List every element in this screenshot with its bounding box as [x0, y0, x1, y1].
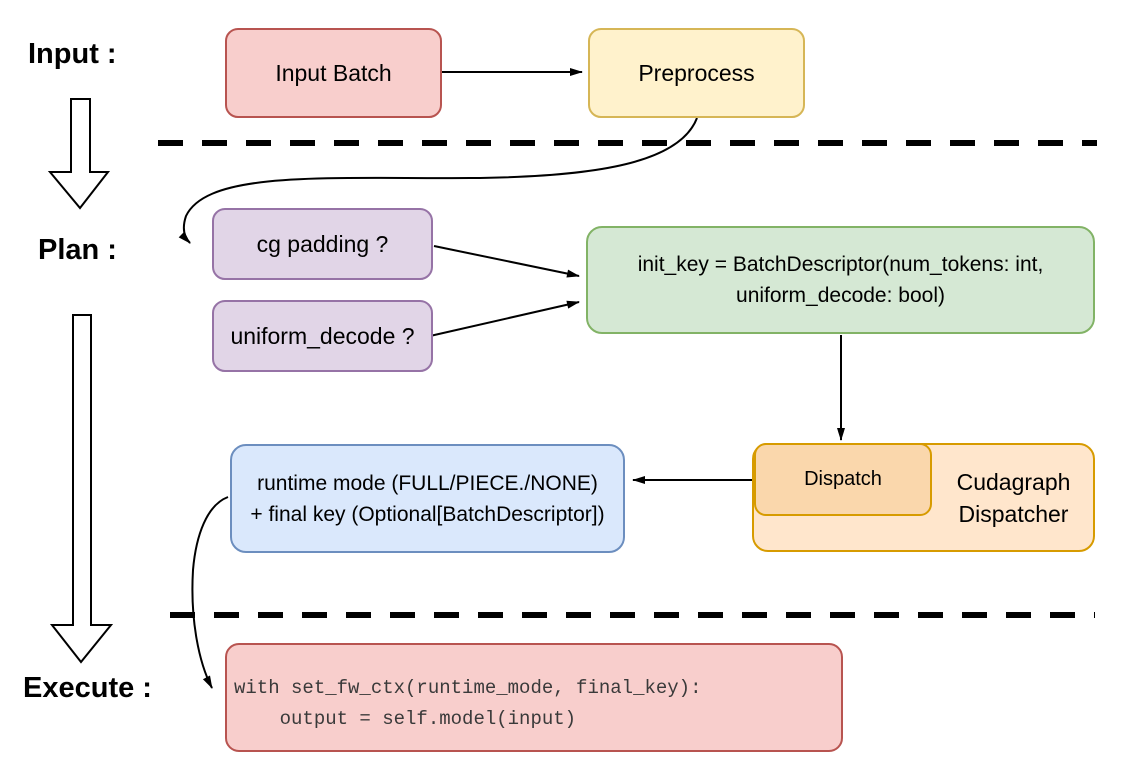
node-execute-code-line1: with set_fw_ctx(runtime_mode, final_key)… [234, 676, 702, 699]
node-init-key: init_key = BatchDescriptor(num_tokens: i… [586, 226, 1095, 334]
arrow-uniform-decode-to-init-key [429, 300, 580, 337]
node-uniform-decode-label: uniform_decode ? [230, 322, 415, 349]
node-cudagraph-dispatcher-line2: Dispatcher [958, 500, 1069, 527]
node-preprocess: Preprocess [588, 28, 805, 118]
stage-arrow-input-to-plan-icon [47, 98, 111, 210]
node-uniform-decode: uniform_decode ? [212, 300, 433, 372]
arrow-runtime-mode-to-execute-code [191, 496, 229, 689]
node-cg-padding-label: cg padding ? [256, 230, 389, 257]
node-init-key-line1: init_key = BatchDescriptor(num_tokens: i… [637, 253, 1044, 276]
stage-label-plan: Plan : [38, 234, 117, 266]
node-cg-padding: cg padding ? [212, 208, 433, 280]
node-input-batch-label: Input Batch [275, 59, 392, 86]
stage-label-execute: Execute : [23, 672, 152, 704]
node-runtime-mode: runtime mode (FULL/PIECE./NONE) + final … [230, 444, 625, 553]
arrow-preprocess-to-cg-padding [178, 117, 698, 244]
stage-label-input: Input : [28, 38, 117, 70]
node-runtime-mode-line2: + final key (Optional[BatchDescriptor]) [250, 502, 605, 526]
node-execute-code: with set_fw_ctx(runtime_mode, final_key)… [225, 643, 843, 752]
stage-arrow-plan-to-execute-icon [49, 314, 114, 664]
node-cudagraph-dispatcher-line1: Cudagraph [956, 468, 1071, 495]
node-cudagraph-dispatcher-label: Cudagraph Dispatcher [932, 443, 1095, 552]
node-dispatch-label: Dispatch [804, 468, 882, 490]
node-preprocess-label: Preprocess [638, 59, 755, 86]
node-dispatch: Dispatch [754, 443, 932, 516]
arrow-cg-padding-to-init-key [433, 245, 580, 278]
node-execute-code-line2: output = self.model(input) [234, 707, 577, 730]
node-input-batch: Input Batch [225, 28, 442, 118]
node-init-key-line2: uniform_decode: bool) [736, 284, 945, 307]
node-runtime-mode-line1: runtime mode (FULL/PIECE./NONE) [257, 471, 598, 495]
